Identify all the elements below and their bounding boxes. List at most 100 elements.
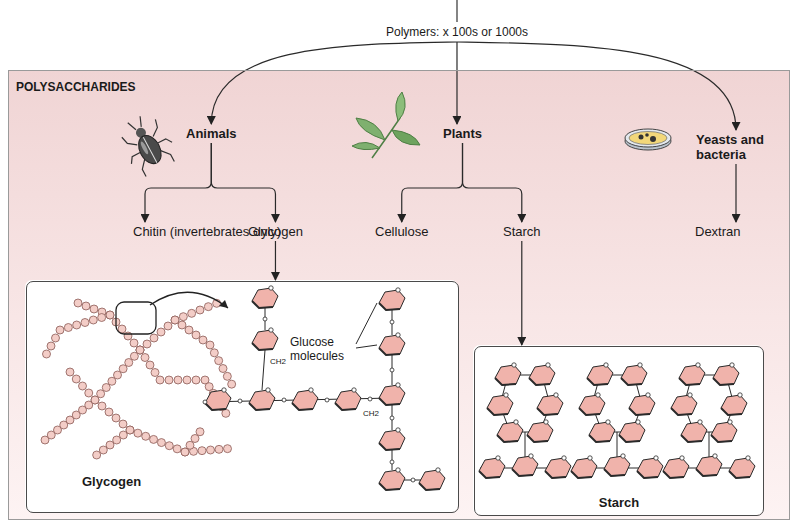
group-formula: CH2 bbox=[363, 409, 379, 419]
oxygen-link bbox=[282, 398, 286, 402]
connector-arrow bbox=[145, 143, 211, 222]
glucose-bead bbox=[179, 313, 187, 321]
zoom-arrow bbox=[150, 292, 228, 308]
stem-line bbox=[456, 0, 457, 22]
petri-dish-icon bbox=[625, 129, 671, 150]
glucose-bead bbox=[142, 432, 150, 440]
box-ground bbox=[25, 280, 458, 512]
glucose-bead bbox=[102, 384, 110, 392]
glucose-bead bbox=[224, 445, 232, 453]
glucose-bead bbox=[119, 420, 127, 428]
glucose-bead bbox=[143, 340, 151, 348]
glucose-bead bbox=[181, 448, 189, 456]
glucose-bead bbox=[113, 436, 121, 444]
glucose-bead bbox=[223, 372, 231, 380]
glucose-ring bbox=[487, 393, 513, 415]
connector-arrow bbox=[735, 164, 736, 222]
glucose-bead bbox=[114, 371, 122, 379]
glucose-bead bbox=[192, 376, 200, 384]
glucose-ring bbox=[379, 468, 405, 490]
glucose-bead bbox=[165, 442, 173, 450]
glucose-ring bbox=[379, 288, 405, 310]
glucose-bead bbox=[130, 352, 138, 360]
glucose-bead bbox=[82, 302, 90, 310]
glucose-ring bbox=[621, 363, 647, 385]
glucose-bead bbox=[81, 319, 89, 327]
glucose-bead bbox=[191, 435, 199, 443]
glucose-bead bbox=[157, 439, 165, 447]
glucose-ring bbox=[335, 388, 361, 410]
glucose-bead bbox=[79, 382, 87, 390]
node-text: Dextran bbox=[695, 224, 741, 239]
glucose-bead bbox=[43, 350, 51, 358]
glucose-ring bbox=[604, 454, 630, 476]
oxygen-link bbox=[238, 399, 242, 403]
glucose-bead bbox=[196, 306, 204, 314]
polymer-label: Glycogen bbox=[246, 223, 305, 240]
glucose-bead bbox=[185, 326, 193, 334]
glucose-bead bbox=[215, 445, 223, 453]
glucose-bead bbox=[219, 365, 227, 373]
glucose-bead bbox=[181, 448, 189, 456]
oxygen-link bbox=[390, 460, 394, 464]
glucose-bead bbox=[204, 303, 212, 311]
glucose-bead bbox=[222, 409, 230, 417]
glucose-bead bbox=[124, 332, 132, 340]
glucose-bead bbox=[47, 342, 55, 350]
glucose-bead bbox=[164, 322, 172, 330]
glucose-ring bbox=[663, 456, 689, 478]
glucose-bead bbox=[93, 451, 101, 459]
node-text: Glycogen bbox=[248, 224, 303, 239]
glucose-bead bbox=[108, 377, 116, 385]
node-text: Polymers: x 100s or 1000s bbox=[386, 25, 528, 40]
glucose-bead bbox=[165, 376, 173, 384]
glucose-ring bbox=[729, 456, 755, 478]
group-label: Plants bbox=[441, 125, 484, 142]
glucose-ring bbox=[527, 420, 553, 442]
glucose-bead bbox=[199, 336, 207, 344]
node-text: Plants bbox=[443, 126, 482, 141]
glucose-ring bbox=[205, 388, 231, 410]
glucose-ring bbox=[529, 363, 555, 385]
polymer-label: Dextran bbox=[693, 223, 743, 240]
glucose-bead bbox=[66, 368, 74, 376]
glucose-ring bbox=[379, 333, 405, 355]
oxygen-link bbox=[411, 478, 415, 482]
zoom-frame bbox=[116, 302, 156, 334]
structure-name: Glycogen bbox=[82, 474, 141, 489]
glucose-ring bbox=[681, 420, 707, 442]
polymer-label: Starch bbox=[501, 223, 543, 240]
connector-arrow bbox=[463, 143, 522, 222]
glucose-bead bbox=[207, 446, 215, 454]
starch-bond bbox=[480, 375, 570, 468]
connector-arrow bbox=[211, 42, 457, 124]
glucose-bead bbox=[173, 445, 181, 453]
glucose-bead bbox=[183, 376, 191, 384]
glucose-ring bbox=[629, 393, 655, 415]
glucose-bead bbox=[171, 316, 179, 324]
glucose-ring bbox=[713, 363, 739, 385]
glucose-bead bbox=[119, 365, 127, 373]
glucose-bead bbox=[91, 396, 99, 404]
glucose-bead bbox=[134, 429, 142, 437]
box-ground bbox=[473, 345, 763, 515]
glucose-bead bbox=[56, 326, 64, 334]
glucose-bead bbox=[52, 334, 60, 342]
connector-arrow bbox=[402, 143, 463, 222]
glucose-bead bbox=[206, 341, 214, 349]
glucose-bead bbox=[74, 299, 82, 307]
oxygen-link bbox=[263, 317, 267, 321]
top-caption: Polymers: x 100s or 1000s bbox=[384, 24, 530, 41]
glucose-ring bbox=[292, 388, 318, 410]
connector-arrow bbox=[457, 42, 736, 130]
glucose-ring bbox=[249, 388, 275, 410]
glucose-bead bbox=[141, 354, 149, 362]
glucose-bead bbox=[106, 311, 114, 319]
glucose-bead bbox=[126, 426, 134, 434]
connector-arrow bbox=[521, 241, 522, 345]
glucose-bead bbox=[89, 316, 97, 324]
glucose-bead bbox=[157, 328, 165, 336]
structure-box: Glycogen bbox=[26, 281, 459, 513]
